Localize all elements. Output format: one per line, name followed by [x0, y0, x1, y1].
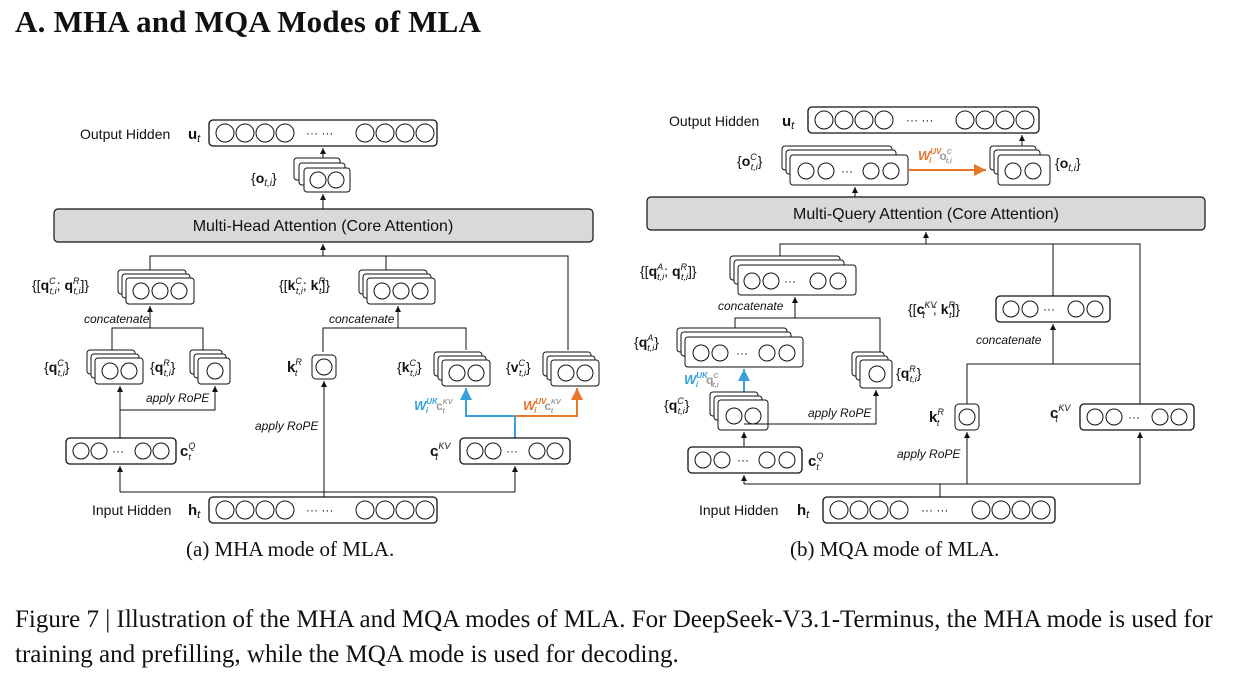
mha-o-ti-label: {ot,i} — [251, 170, 277, 189]
mqa-ut-symbol: ut — [782, 113, 795, 132]
mha-q-concat-stack — [117, 269, 195, 305]
mha-apply-rope-label-2: apply RoPE — [255, 419, 319, 433]
section-heading: A. MHA and MQA Modes of MLA — [15, 4, 482, 39]
svg-text:···: ··· — [841, 164, 853, 178]
svg-text:···: ··· — [1128, 410, 1140, 424]
mha-ht-symbol: ht — [188, 502, 201, 521]
mha-o-ti-stack — [293, 157, 351, 193]
mha-qc-stack — [86, 349, 144, 385]
mqa-output-hidden-vector: ··· ··· — [807, 106, 1040, 134]
mqa-concatenate-label-1: concatenate — [718, 299, 784, 313]
mha-core-attention-box — [53, 208, 594, 243]
svg-text:···: ··· — [736, 346, 748, 360]
mha-ut-symbol: ut — [188, 126, 201, 145]
subcaption-b: (b) MQA mode of MLA. — [790, 537, 1000, 561]
mqa-o-ti-label: {ot,i} — [1055, 155, 1081, 174]
mha-concatenate-label-2: concatenate — [329, 312, 395, 326]
mha-output-hidden-vector: ··· ··· — [208, 119, 438, 147]
mqa-qc-stack — [709, 391, 769, 431]
mqa-o-ti-stack — [989, 145, 1051, 186]
mha-input-hidden-vector: ··· ··· — [208, 496, 438, 524]
mha-ckv-vector: ··· — [459, 437, 571, 465]
mla-diagram: Output Hidden ut ··· ··· {ot,i} Multi-He… — [32, 106, 1206, 524]
mha-apply-rope-label-1: apply RoPE — [146, 391, 210, 405]
mqa-input-dots: ··· ··· — [921, 503, 948, 517]
mqa-apply-rope-label-2: apply RoPE — [897, 447, 961, 461]
mha-output-hidden-label: Output Hidden — [80, 126, 170, 142]
figure-caption: Figure 7 | Illustration of the MHA and M… — [15, 606, 1213, 668]
mqa-apply-rope-label-1: apply RoPE — [808, 406, 872, 420]
mqa-input-hidden-label: Input Hidden — [699, 502, 778, 518]
mqa-core-attention-box — [646, 196, 1206, 231]
mha-input-dots: ··· ··· — [306, 503, 333, 517]
mqa-qr-stack — [851, 351, 893, 389]
mha-core-attention-label: Multi-Head Attention (Core Attention) — [193, 218, 454, 235]
mqa-qa-stack: ··· — [676, 327, 804, 368]
mqa-ht-symbol: ht — [797, 502, 810, 521]
mha-qr-stack — [189, 349, 231, 385]
mha-cq-vector: ··· — [65, 437, 177, 465]
mqa-input-hidden-vector: ··· ··· — [822, 496, 1056, 524]
mqa-output-dots: ··· ··· — [906, 113, 933, 127]
mha-k-concat-stack — [358, 269, 436, 305]
mqa-ckv-kr-vector: ··· — [995, 295, 1111, 323]
svg-text:···: ··· — [737, 453, 749, 467]
mqa-cq-vector: ··· — [687, 446, 803, 474]
mha-concatenate-label-1: concatenate — [84, 312, 150, 326]
svg-text:···: ··· — [112, 444, 124, 458]
mqa-output-hidden-label: Output Hidden — [669, 113, 759, 129]
mha-vc-stack — [542, 351, 600, 387]
svg-text:···: ··· — [506, 444, 518, 458]
mha-input-hidden-label: Input Hidden — [92, 502, 171, 518]
mqa-core-attention-label: Multi-Query Attention (Core Attention) — [793, 206, 1059, 223]
mqa-q-concat-stack: ··· — [729, 255, 857, 296]
panel-mha: Output Hidden ut ··· ··· {ot,i} Multi-He… — [32, 119, 600, 524]
mqa-concatenate-label-2: concatenate — [976, 333, 1042, 347]
svg-text:···: ··· — [1043, 302, 1055, 316]
svg-text:···: ··· — [784, 274, 796, 288]
mha-kc-stack — [433, 351, 491, 387]
mqa-oc-stack: ··· — [781, 145, 909, 186]
mqa-ckv-vector: ··· — [1079, 403, 1195, 431]
subcaption-a: (a) MHA mode of MLA. — [186, 537, 395, 561]
mha-output-dots: ··· ··· — [306, 126, 333, 140]
